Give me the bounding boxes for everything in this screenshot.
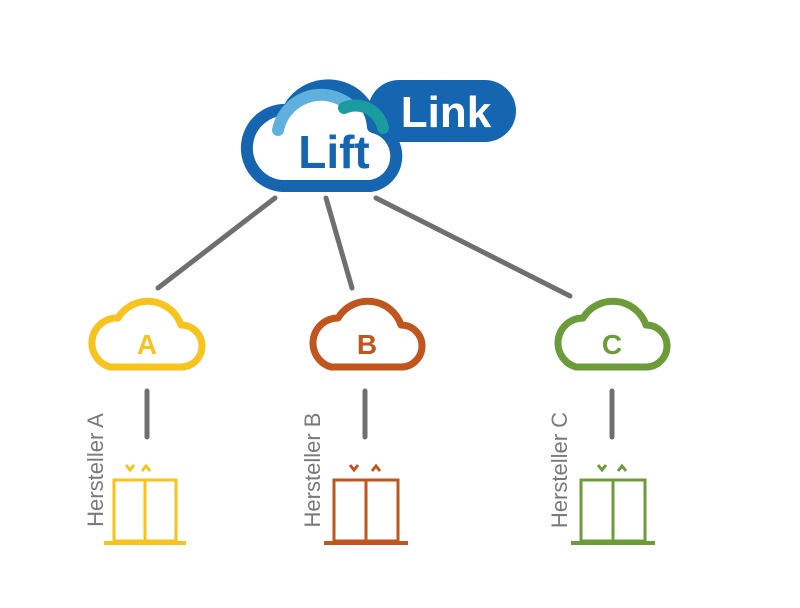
elevator-c-icon: [571, 463, 655, 545]
cloud-c-letter: C: [602, 329, 622, 360]
cloud-a-letter: A: [137, 329, 157, 360]
manufacturer-b: B Hersteller B: [300, 297, 426, 545]
label-b: Hersteller B: [300, 413, 325, 528]
link-text: Link: [401, 88, 492, 137]
arrow-up-icon: [616, 463, 628, 472]
label-c: Hersteller C: [547, 412, 572, 528]
cloud-b-letter: B: [357, 329, 377, 360]
liftlink-logo: Link Lift: [240, 79, 516, 192]
cloud-b-icon: [309, 297, 426, 371]
connectors: [155, 195, 573, 299]
connector-c: [373, 195, 573, 299]
arrow-down-icon: [596, 464, 608, 473]
lift-cloud-arc-light: [272, 88, 354, 136]
elevator-b-icon: [324, 463, 408, 545]
connector-a: [155, 195, 278, 291]
lift-cloud-arc-teal: [338, 99, 389, 134]
lift-cloud-icon: [240, 79, 403, 192]
manufacturer-c: C Hersteller C: [547, 297, 671, 545]
arrow-up-icon: [140, 463, 152, 472]
cloud-c-icon: [554, 297, 671, 371]
lift-text: Lift: [298, 126, 370, 178]
cloud-a-icon: [88, 297, 206, 371]
link-pill: [368, 80, 516, 142]
arrow-up-icon: [370, 463, 382, 472]
elevator-a-icon: [104, 463, 186, 545]
arrow-down-icon: [124, 464, 136, 473]
label-a: Hersteller A: [83, 413, 108, 527]
manufacturer-a: A Hersteller A: [83, 297, 206, 545]
arrow-down-icon: [348, 464, 360, 473]
connector-b: [323, 195, 355, 291]
